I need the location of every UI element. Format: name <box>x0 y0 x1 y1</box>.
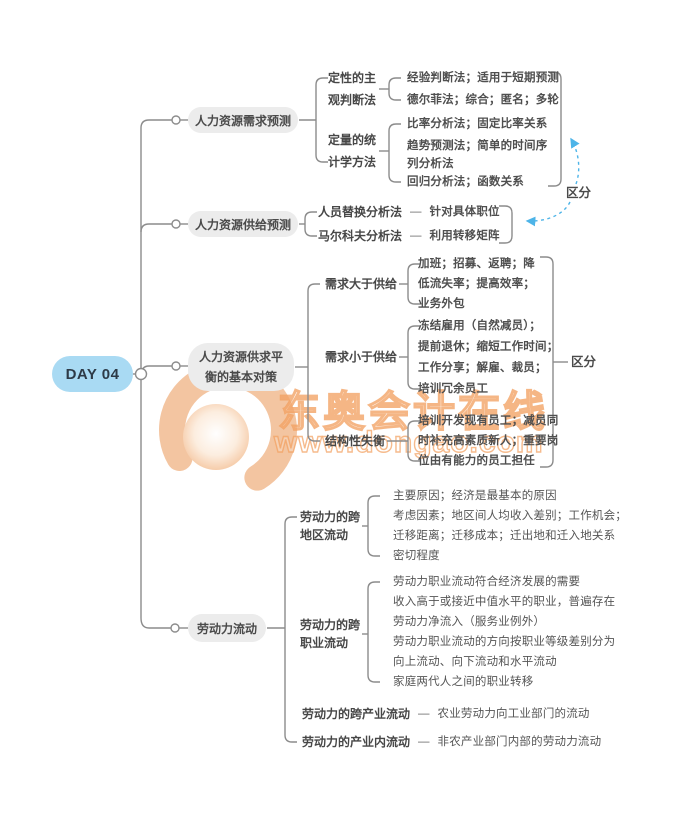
method-note: 针对具体职位 <box>429 206 500 218</box>
leaf-item: 提前退休；缩短工作时间； <box>418 341 559 353</box>
leaf-item: 低流失率；提高效率； <box>418 278 535 290</box>
node-label-line: 人力资源供求平 <box>198 350 283 364</box>
group-label-cross-region: 劳动力的跨 <box>300 510 361 524</box>
group-label-quantitative: 定量的统 <box>328 133 377 147</box>
group-label-demand-lt-supply: 需求小于供给 <box>325 350 398 364</box>
arrow-left <box>525 201 571 227</box>
leaf-item: 位由有能力的员工担任 <box>418 455 535 467</box>
leaf-item: 德尔菲法；综合；匿名；多轮 <box>407 94 560 106</box>
leaf-item: 培训开发现有员工；减员同 <box>418 415 559 427</box>
root-node-day04: DAY 04 <box>52 356 133 392</box>
group-label-structural-imbalance: 结构性失衡 <box>325 434 386 448</box>
method-name: 人员替换分析法 <box>318 205 403 219</box>
leaf-item: 劳动力职业流动的方向按职业等级差别分为 <box>393 636 616 648</box>
dash: — <box>410 230 422 242</box>
leaf-item: 业务外包 <box>418 298 465 310</box>
leaf-item: 收入高于或接近中值水平的职业，普遍存在 <box>393 596 616 608</box>
method-row: 劳动力的产业内流动 — 非农产业部门内部的劳动力流动 <box>302 734 601 750</box>
leaf-item: 主要原因；经济是最基本的原因 <box>393 490 557 502</box>
branch-node-hr-demand-forecast: 人力资源需求预测 <box>188 107 298 133</box>
method-note: 农业劳动力向工业部门的流动 <box>437 708 590 720</box>
leaf-item: 劳动力职业流动符合经济发展的需要 <box>393 576 581 588</box>
leaf-item: 比率分析法；固定比率关系 <box>407 118 548 130</box>
right-brackets <box>499 71 562 468</box>
dash: — <box>418 736 430 748</box>
method-row: 劳动力的跨产业流动 — 农业劳动力向工业部门的流动 <box>302 706 590 722</box>
leaf-item: 劳动力净流入（服务业例外） <box>393 616 546 628</box>
method-row: 人员替换分析法 — 针对具体职位 <box>318 204 500 220</box>
method-note: 利用转移矩阵 <box>429 230 500 242</box>
leaf-item: 回归分析法；函数关系 <box>407 176 524 188</box>
junction-circles <box>134 115 181 633</box>
group-label-cross-occupation: 劳动力的跨 <box>300 618 361 632</box>
method-note: 非农产业部门内部的劳动力流动 <box>437 736 602 748</box>
leaf-item: 向上流动、向下流动和水平流动 <box>393 656 557 668</box>
leaf-item: 工作分享；解雇、裁员； <box>418 362 547 374</box>
left-brackets <box>284 77 420 743</box>
logo-ball <box>183 404 249 470</box>
group-label-cross-industry: 劳动力的跨产业流动 <box>302 707 411 721</box>
method-row: 马尔科夫分析法 — 利用转移矩阵 <box>318 228 500 244</box>
dash: — <box>410 206 422 218</box>
branch-node-hr-supply-forecast: 人力资源供给预测 <box>188 211 298 237</box>
branch-node-labor-mobility: 劳动力流动 <box>188 614 266 642</box>
leaf-item: 家庭两代人之间的职业转移 <box>393 676 534 688</box>
branch-node-supply-demand-balance: 人力资源供求平 衡的基本对策 <box>188 343 294 391</box>
leaf-item: 考虑因素；地区间人均收入差别；工作机会； <box>393 510 627 522</box>
distinguish-label-bottom: 区分 <box>571 355 597 369</box>
group-label-cross-region: 地区流动 <box>300 528 349 542</box>
group-label-qualitative: 观判断法 <box>328 93 377 107</box>
leaf-item: 密切程度 <box>393 550 440 562</box>
leaf-item: 时补充高素质新人；重要岗 <box>418 435 559 447</box>
leaf-item: 培训冗余员工 <box>418 383 489 395</box>
leaf-item: 迁移距离；迁移成本；迁出地和迁入地关系 <box>393 530 616 542</box>
node-label-line: 衡的基本对策 <box>204 370 277 384</box>
distinguish-label-top: 区分 <box>566 186 592 200</box>
method-name: 马尔科夫分析法 <box>318 229 403 243</box>
leaf-item: 经验判断法；适用于短期预测 <box>407 72 560 84</box>
group-label-quantitative: 计学方法 <box>328 155 377 169</box>
group-label-cross-occupation: 职业流动 <box>300 636 349 650</box>
leaf-item: 趋势预测法；简单的时间序 <box>407 140 548 152</box>
watermark-title: 东奥会计在线 <box>277 387 549 436</box>
leaf-item: 列分析法 <box>407 158 454 170</box>
leaf-item: 冻结雇用（自然减员）； <box>418 320 541 332</box>
leaf-item: 加班；招募、返聘；降 <box>418 258 535 270</box>
group-label-qualitative: 定性的主 <box>328 71 377 85</box>
group-label-intra-industry: 劳动力的产业内流动 <box>302 735 411 749</box>
stub-lines <box>267 88 568 635</box>
arrow-up <box>570 137 580 185</box>
dash: — <box>418 708 430 720</box>
group-label-demand-gt-supply: 需求大于供给 <box>325 277 398 291</box>
